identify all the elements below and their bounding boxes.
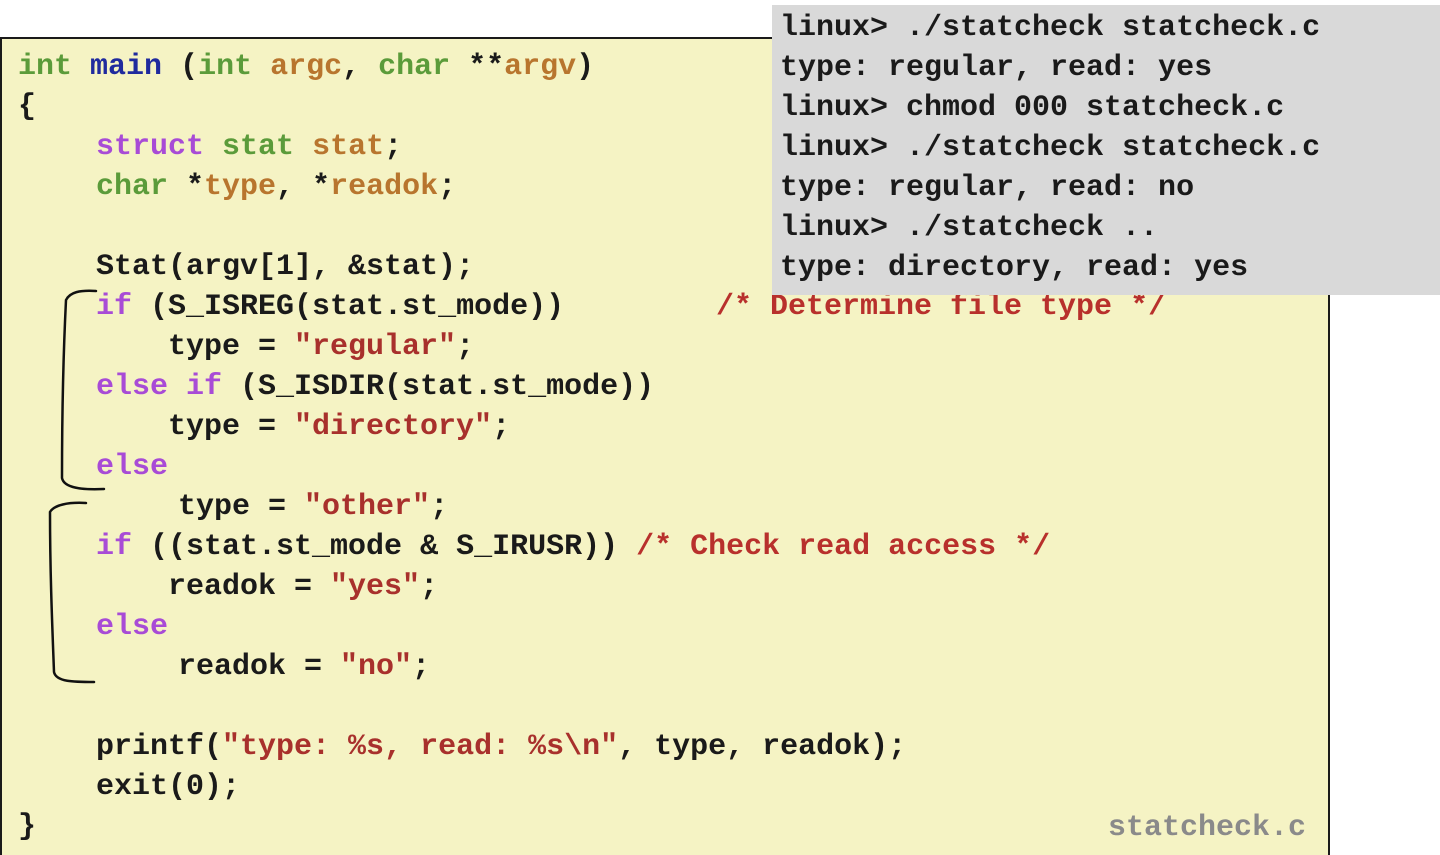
- code-token: , *: [276, 170, 331, 204]
- code-line-1: int main (int argc, char **argv): [18, 47, 594, 87]
- code-line-12: if ((stat.st_mode & S_IRUSR)) /* Check r…: [96, 527, 1050, 567]
- code-token: "other": [304, 490, 431, 524]
- code-token: "no": [340, 650, 413, 684]
- terminal-line-5: type: regular, read: no: [780, 171, 1195, 205]
- code-line-4: char *type, *readok;: [96, 167, 456, 207]
- code-token: ;: [438, 170, 457, 204]
- code-token: (S_ISDIR(stat.st_mode)): [222, 370, 655, 404]
- code-token: "type: %s, read: %s\n": [222, 730, 619, 764]
- code-token: (: [162, 50, 199, 84]
- code-token: type: [204, 170, 277, 204]
- code-token: ,: [342, 50, 379, 84]
- code-token: ;: [456, 330, 475, 364]
- terminal-line-2: type: regular, read: yes: [780, 51, 1213, 85]
- terminal-line-3: linux> chmod 000 statcheck.c: [780, 91, 1285, 125]
- code-line-14: else: [96, 610, 169, 644]
- code-token: ): [576, 50, 595, 84]
- code-token: "yes": [330, 570, 421, 604]
- code-token: int: [198, 50, 253, 84]
- code-token: , type, readok);: [618, 730, 907, 764]
- code-token: argc: [270, 50, 343, 84]
- code-token: **: [450, 50, 505, 84]
- code-token: [294, 130, 312, 164]
- code-line-17: exit(0);: [96, 770, 241, 804]
- code-line-8: else if (S_ISDIR(stat.st_mode)): [96, 367, 654, 407]
- code-token: readok =: [178, 650, 341, 684]
- code-token: main: [90, 50, 163, 84]
- code-token: argv: [504, 50, 577, 84]
- code-token: ;: [420, 570, 439, 604]
- code-line-7: type = "regular";: [168, 327, 474, 367]
- code-token: ;: [412, 650, 431, 684]
- code-token: ;: [384, 130, 403, 164]
- code-line-3: struct stat stat;: [96, 127, 402, 167]
- code-token: type =: [178, 490, 305, 524]
- code-token: [204, 130, 222, 164]
- code-token: char: [96, 170, 169, 204]
- code-line-10: else: [96, 450, 169, 484]
- code-token: ((stat.st_mode & S_IRUSR)): [132, 530, 637, 564]
- code-line-11: type = "other";: [178, 487, 448, 527]
- code-line-15: readok = "no";: [178, 647, 430, 687]
- code-token: type =: [168, 330, 295, 364]
- code-token: (S_ISREG(stat.st_mode)): [132, 290, 565, 324]
- code-token: ;: [430, 490, 449, 524]
- code-token: if: [96, 290, 133, 324]
- code-line-13: readok = "yes";: [168, 567, 438, 607]
- code-token: readok: [330, 170, 439, 204]
- code-token: else if: [96, 370, 223, 404]
- terminal-line-1: linux> ./statcheck statcheck.c: [780, 11, 1321, 45]
- code-token: if: [96, 530, 133, 564]
- code-line-2: {: [18, 90, 37, 124]
- filename-label: statcheck.c: [1107, 811, 1306, 845]
- code-token: ;: [492, 410, 511, 444]
- code-token: *: [168, 170, 205, 204]
- code-line-6: if (S_ISREG(stat.st_mode)): [96, 287, 564, 327]
- code-token: printf(: [96, 730, 223, 764]
- code-line-9: type = "directory";: [168, 407, 510, 447]
- code-token: int: [18, 50, 73, 84]
- code-token: stat: [312, 130, 385, 164]
- code-line-16: printf("type: %s, read: %s\n", type, rea…: [96, 727, 906, 767]
- terminal-line-6: linux> ./statcheck ..: [780, 211, 1159, 245]
- terminal-line-4: linux> ./statcheck statcheck.c: [780, 131, 1321, 165]
- code-token: char: [378, 50, 451, 84]
- code-token: struct: [96, 130, 205, 164]
- code-token: "regular": [294, 330, 457, 364]
- code-comment-read-access: /* Check read access */: [636, 530, 1051, 564]
- code-token: readok =: [168, 570, 331, 604]
- code-comment-file-type: /* Determine file type */: [716, 290, 1167, 324]
- code-line-5: Stat(argv[1], &stat);: [96, 250, 475, 284]
- code-token: "directory": [294, 410, 493, 444]
- code-token: stat: [222, 130, 295, 164]
- terminal-output: linux> ./statcheck statcheck.c type: reg…: [772, 5, 1440, 295]
- terminal-line-7: type: directory, read: yes: [780, 251, 1249, 285]
- code-line-18: }: [18, 810, 37, 844]
- code-token: type =: [168, 410, 295, 444]
